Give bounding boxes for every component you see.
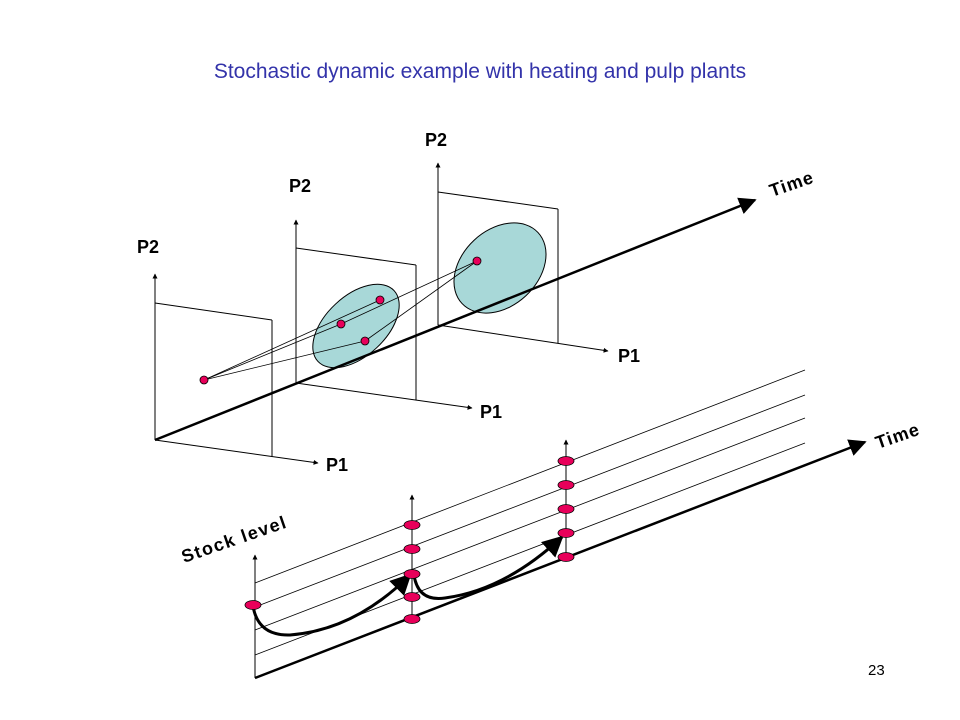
stock-level-lines: [254, 369, 806, 656]
stock-node: [557, 528, 575, 538]
p1-label-2: P1: [480, 402, 502, 422]
time-axis-top: [154, 197, 757, 442]
stock-node: [403, 614, 421, 624]
page-number: 23: [868, 662, 885, 679]
stock-node: [557, 456, 575, 466]
stage-axes: [252, 439, 569, 678]
stock-node: [403, 544, 421, 554]
state-node: [199, 375, 209, 385]
scenario-lines: [203, 260, 478, 381]
p1-label-3: P1: [618, 346, 640, 366]
bottom-diagram: Stock level Time: [179, 369, 923, 680]
stock-node: [403, 569, 421, 579]
panel-2: [293, 219, 473, 410]
stock-node: [403, 592, 421, 602]
time-label-bottom: Time: [873, 419, 923, 453]
panel-1: [152, 273, 319, 465]
state-node: [472, 256, 482, 266]
uncertainty-ellipse-2: [312, 283, 400, 369]
panel-3: [435, 162, 609, 353]
uncertainty-ellipse-3: [453, 222, 547, 314]
stock-node: [557, 504, 575, 514]
stock-nodes: [244, 456, 575, 624]
p2-label-1: P2: [137, 237, 159, 257]
stock-node: [557, 480, 575, 490]
slide-title: Stochastic dynamic example with heating …: [213, 60, 747, 83]
p2-label-2: P2: [289, 176, 311, 196]
stock-node: [403, 520, 421, 530]
state-node: [360, 336, 370, 346]
top-diagram: P2 P2 P2 P1 P1 P1 Time: [137, 130, 817, 475]
state-nodes: [199, 256, 482, 385]
time-label-top: Time: [767, 167, 817, 201]
stock-node: [557, 552, 575, 562]
stock-level-label: Stock level: [179, 512, 290, 567]
state-node: [336, 319, 346, 329]
transition-arrows: [251, 535, 564, 637]
p2-label-3: P2: [425, 130, 447, 150]
state-node: [375, 295, 385, 305]
p1-label-1: P1: [326, 455, 348, 475]
stock-node: [244, 600, 262, 610]
